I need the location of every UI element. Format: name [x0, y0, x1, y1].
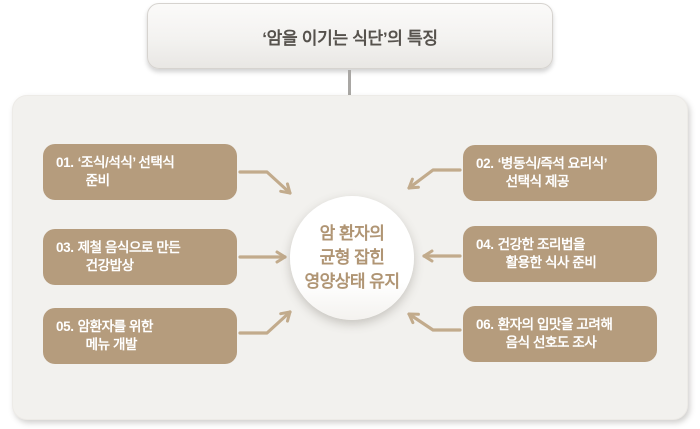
item-text-line1: 건강한 조리법을: [497, 236, 586, 252]
item-text-line2: 음식 선호도 조사: [505, 335, 597, 350]
item-text-line2: 건강밥상: [85, 258, 134, 273]
item-number: 02.: [476, 155, 494, 171]
title-connector-line: [348, 70, 351, 96]
item-number: 06.: [476, 316, 494, 332]
item-box-03: 03. 제철 음식으로 만든 건강밥상: [43, 229, 237, 285]
item-text-line1: ‘조식/석식’ 선택식: [77, 154, 175, 170]
item-box-01: 01. ‘조식/석식’ 선택식 준비: [43, 144, 237, 200]
diagram-title: ‘암을 이기는 식단’의 특징: [262, 28, 438, 48]
item-text-line1: 제철 음식으로 만든: [77, 239, 181, 255]
title-box: ‘암을 이기는 식단’의 특징: [147, 3, 553, 69]
item-text-line1: ‘병동식/즉석 요리식’: [497, 155, 608, 171]
item-box-04: 04. 건강한 조리법을 활용한 식사 준비: [463, 226, 657, 282]
center-text-line2: 균형 잡힌: [319, 247, 385, 267]
center-circle: 암 환자의 균형 잡힌 영양상태 유지: [290, 196, 414, 320]
item-text-line1: 환자의 입맛을 고려해: [497, 316, 613, 332]
item-text-line2: 활용한 식사 준비: [505, 255, 597, 270]
item-number: 04.: [476, 236, 494, 252]
item-number: 01.: [56, 154, 74, 170]
item-number: 03.: [56, 239, 74, 255]
item-box-02: 02. ‘병동식/즉석 요리식’ 선택식 제공: [463, 145, 657, 201]
item-text-line2: 선택식 제공: [505, 174, 570, 189]
center-text-line3: 영양상태 유지: [304, 272, 400, 292]
item-box-05: 05. 암환자를 위한 메뉴 개발: [43, 308, 237, 364]
item-text-line2: 준비: [85, 173, 110, 188]
item-number: 05.: [56, 318, 74, 334]
item-text-line1: 암환자를 위한: [77, 318, 154, 334]
item-box-06: 06. 환자의 입맛을 고려해 음식 선호도 조사: [463, 306, 657, 362]
item-text-line2: 메뉴 개발: [85, 337, 138, 352]
center-text-line1: 암 환자의: [319, 223, 385, 243]
